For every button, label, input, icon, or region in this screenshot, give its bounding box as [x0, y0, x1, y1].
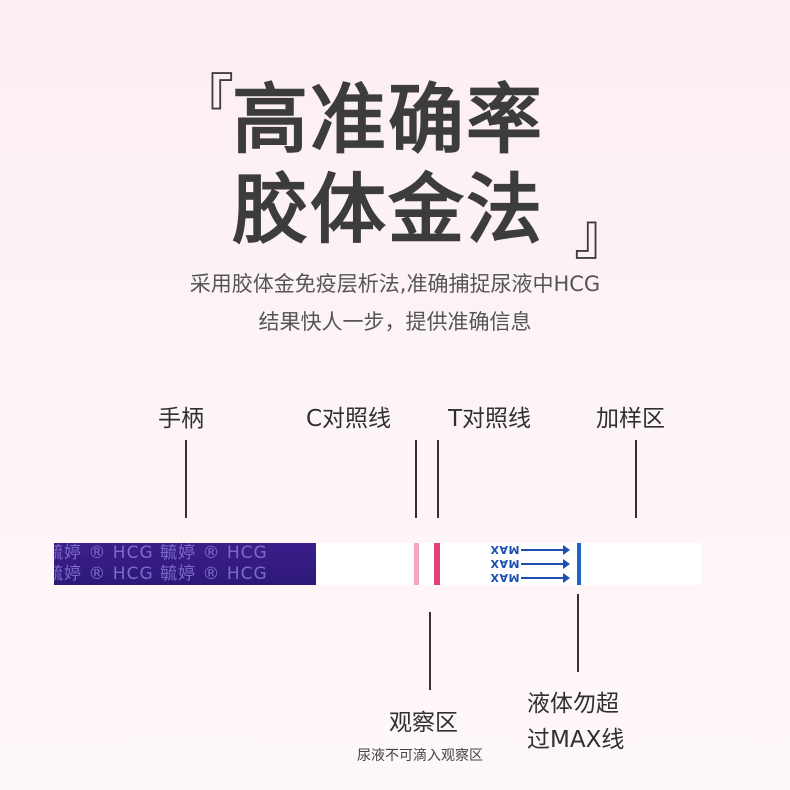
- max-marker-text-3: MAX: [490, 571, 520, 584]
- max-line: [577, 543, 581, 585]
- open-bracket: 『: [178, 69, 234, 134]
- leader-line-handle: [185, 440, 187, 518]
- handle-print-row-1: 毓婷 ® HCG 毓婷 ® HCG: [54, 543, 268, 563]
- label-c-line: C对照线: [306, 406, 392, 432]
- label-t-line: T对照线: [448, 406, 532, 432]
- leader-line-t: [437, 440, 439, 518]
- close-bracket: 』: [574, 203, 630, 268]
- max-marker-text-1: MAX: [490, 543, 520, 556]
- handle-print-row-2: 毓婷 ® HCG 毓婷 ® HCG: [54, 564, 268, 584]
- t-test-band: [434, 543, 440, 585]
- label-sample-zone: 加样区: [596, 406, 665, 432]
- c-control-band: [414, 543, 419, 585]
- arrow-right-icon: [521, 573, 570, 583]
- arrow-right-icon: [521, 559, 570, 569]
- arrow-right-icon: [521, 545, 570, 555]
- page-title-line-2: 胶体金法: [232, 165, 544, 254]
- max-warning-line-2: 过MAX线: [527, 727, 625, 753]
- label-observation-zone: 观察区: [389, 710, 458, 736]
- page-title-line-1: 高准确率: [232, 75, 544, 164]
- label-handle: 手柄: [158, 406, 204, 432]
- subtitle-line-1: 采用胶体金免疫层析法,准确捕捉尿液中HCG: [189, 272, 601, 296]
- leader-line-max: [577, 594, 579, 672]
- leader-line-observation: [429, 612, 431, 690]
- leader-line-sample: [635, 440, 637, 518]
- max-warning-line-1: 液体勿超: [527, 691, 619, 717]
- subtitle-line-2: 结果快人一步，提供准确信息: [258, 310, 532, 334]
- max-marker-text-2: MAX: [490, 557, 520, 570]
- observation-note: 尿液不可滴入观察区: [357, 748, 483, 764]
- leader-line-c: [415, 440, 417, 518]
- strip-handle: 毓婷 ® HCG 毓婷 ® HCG 毓婷 ® HCG 毓婷 ® HCG: [54, 543, 316, 585]
